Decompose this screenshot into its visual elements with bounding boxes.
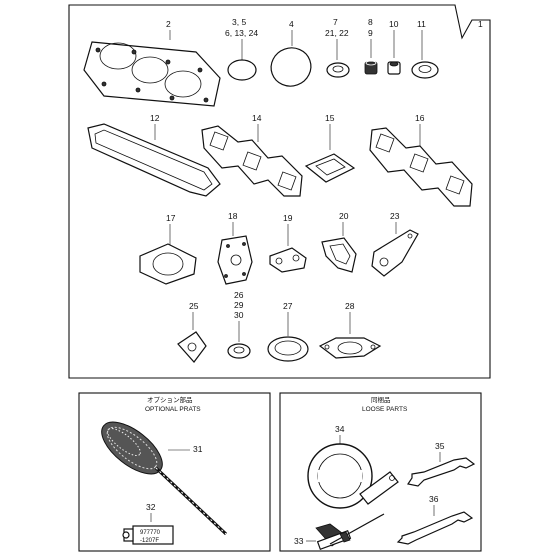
part-36-spanner: 36 bbox=[396, 494, 474, 545]
callout-10: 10 bbox=[389, 19, 399, 29]
part-12-cover-gasket: 12 bbox=[87, 113, 221, 197]
part-32-sealant-tube: 32 977770 -1207F bbox=[122, 502, 174, 545]
callout-21: 21, 22 bbox=[325, 28, 349, 38]
part-7-oil-seal: 7 21, 22 bbox=[325, 17, 350, 78]
part-34-filter-wrench: 34 bbox=[307, 424, 399, 509]
callout-17: 17 bbox=[166, 213, 176, 223]
callout-25: 25 bbox=[189, 301, 199, 311]
callout-14: 14 bbox=[252, 113, 262, 123]
callout-36: 36 bbox=[429, 494, 439, 504]
part-25-gasket: 25 bbox=[177, 301, 207, 363]
part-26-washer: 26 29 30 bbox=[227, 290, 251, 359]
part-17-round-gasket: 17 bbox=[139, 213, 197, 285]
part-31-hone-brush: 31 bbox=[101, 421, 228, 536]
callout-27: 27 bbox=[283, 301, 293, 311]
callout-2: 2 bbox=[166, 19, 171, 29]
loose-title-jp: 同梱品 bbox=[371, 395, 391, 404]
callout-3: 3, 5 bbox=[232, 17, 246, 27]
callout-9: 9 bbox=[368, 28, 373, 38]
optional-title-jp: オプション部品 bbox=[147, 395, 193, 404]
callout-11: 11 bbox=[417, 19, 426, 29]
tube-label-2: -1207F bbox=[140, 538, 159, 544]
callout-16: 16 bbox=[415, 113, 425, 123]
callout-31: 31 bbox=[193, 444, 203, 454]
main-panel: 1 2 3, 5 6, 13, 24 4 bbox=[68, 4, 491, 379]
part-16-intake-gasket: 16 bbox=[369, 113, 473, 207]
part-10-bushing: 10 bbox=[387, 19, 401, 75]
part-23-gasket: 23 bbox=[371, 211, 419, 277]
part-35-spanner: 35 bbox=[407, 441, 476, 487]
callout-12: 12 bbox=[150, 113, 160, 123]
callout-23: 23 bbox=[390, 211, 400, 221]
callout-15: 15 bbox=[325, 113, 335, 123]
callout-33: 33 bbox=[294, 536, 304, 546]
callout-7: 7 bbox=[333, 17, 338, 27]
optional-title-en: OPTIONAL PRATS bbox=[145, 406, 201, 413]
part-28-flange-gasket: 28 bbox=[318, 301, 382, 359]
callout-35: 35 bbox=[435, 441, 445, 451]
loose-panel-frame bbox=[279, 392, 482, 552]
callout-28: 28 bbox=[345, 301, 355, 311]
loose-parts-panel: 同梱品 LOOSE PARTS 34 35 36 33 bbox=[279, 392, 482, 552]
callout-34: 34 bbox=[335, 424, 345, 434]
assembly-number: 1 bbox=[478, 19, 483, 29]
callout-8: 8 bbox=[368, 17, 373, 27]
part-11-seal: 11 bbox=[411, 19, 439, 79]
part-20-gasket: 20 bbox=[321, 211, 357, 273]
optional-parts-panel: オプション部品 OPTIONAL PRATS 31 32 977770 -120… bbox=[78, 392, 271, 552]
callout-29: 29 bbox=[234, 300, 244, 310]
part-14-manifold-gasket: 14 bbox=[201, 113, 303, 197]
part-27-ring-gasket: 27 bbox=[267, 301, 309, 362]
callout-4: 4 bbox=[289, 19, 294, 29]
loose-title-en: LOOSE PARTS bbox=[362, 406, 408, 413]
callout-19: 19 bbox=[283, 213, 293, 223]
part-2-head-gasket: 2 bbox=[83, 19, 221, 107]
tube-label-1: 977770 bbox=[140, 530, 161, 536]
part-3-o-ring: 3, 5 6, 13, 24 bbox=[225, 17, 258, 81]
main-panel-frame bbox=[68, 4, 491, 379]
part-18-plate-gasket: 18 bbox=[217, 211, 253, 285]
callout-20: 20 bbox=[339, 211, 349, 221]
part-33-screwdriver: 33 bbox=[294, 513, 385, 551]
callout-26: 26 bbox=[234, 290, 244, 300]
callout-32: 32 bbox=[146, 502, 156, 512]
part-4-large-o-ring: 4 bbox=[270, 19, 312, 87]
optional-panel-frame bbox=[78, 392, 271, 552]
callout-6: 6, 13, 24 bbox=[225, 28, 258, 38]
callout-30: 30 bbox=[234, 310, 244, 320]
part-19-gasket: 19 bbox=[269, 213, 307, 273]
part-15-flange-gasket: 15 bbox=[304, 113, 356, 183]
callout-18: 18 bbox=[228, 211, 238, 221]
part-8-stem-seal: 8 9 bbox=[364, 17, 378, 75]
